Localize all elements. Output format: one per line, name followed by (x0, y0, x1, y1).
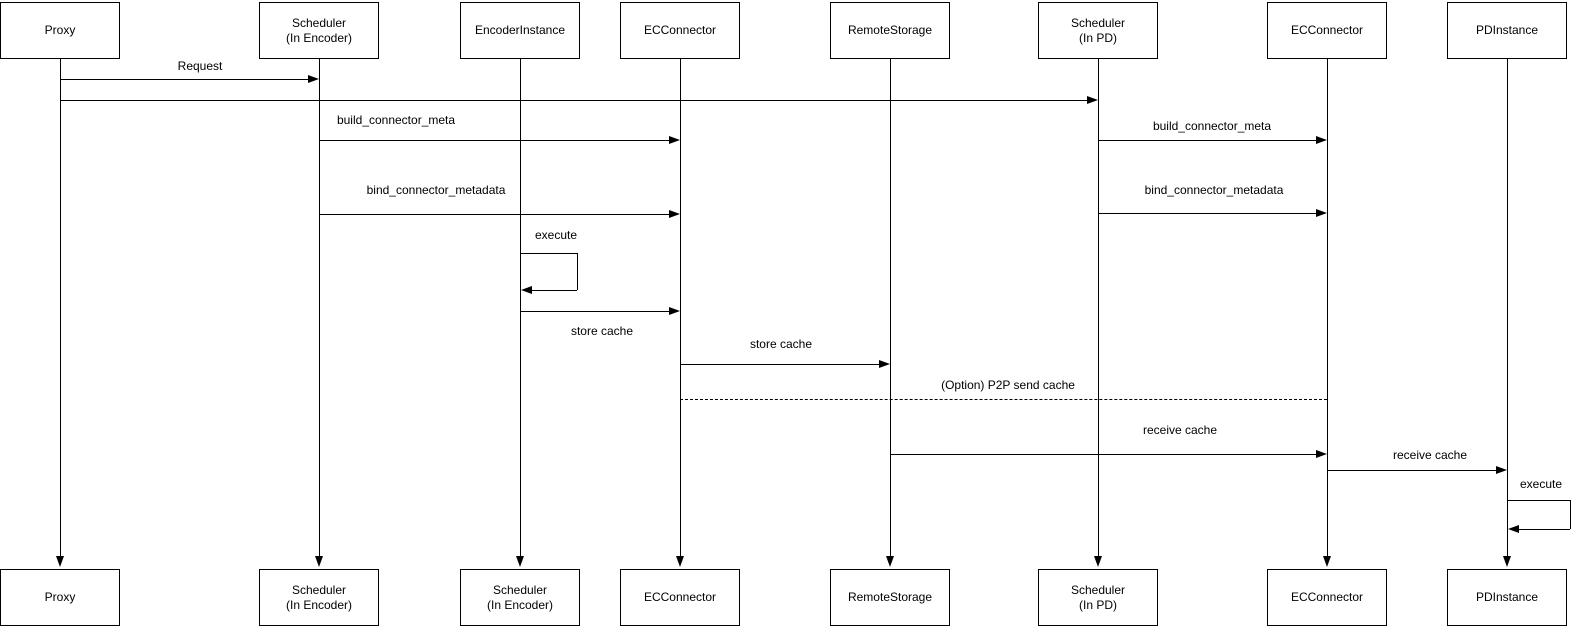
down-arrowhead-icon-proxy (56, 556, 64, 567)
message-label-build-meta-pd: build_connector_meta (1152, 119, 1272, 133)
message-label-execute-encoder: execute (534, 228, 578, 242)
left-arrowhead-icon-execute-encoder (521, 286, 532, 294)
message-label-bind-metadata-pd: bind_connector_metadata (1144, 183, 1284, 197)
right-arrowhead-icon-receive-cache-pd (1496, 466, 1507, 474)
lifeline-remote_storage (890, 59, 891, 557)
right-arrowhead-icon-build-meta-encoder (669, 136, 680, 144)
right-arrowhead-icon-store-cache-encoder (669, 307, 680, 315)
left-arrowhead-icon-execute-pd (1508, 525, 1519, 533)
actor-top-box-pd_instance: PDInstance (1447, 2, 1567, 59)
actor-bottom-box-remote_storage: RemoteStorage (830, 569, 950, 626)
self-loop-right-execute-pd (1570, 500, 1571, 529)
message-line-build-meta-encoder (319, 140, 670, 141)
actor-top-box-ecconnector_encoder: ECConnector (620, 2, 740, 59)
message-label-receive-cache-remote: receive cache (1142, 423, 1218, 437)
actor-top-box-remote_storage: RemoteStorage (830, 2, 950, 59)
actor-bottom-box-encoder_instance: Scheduler (In Encoder) (460, 569, 580, 626)
lifeline-scheduler_encoder (319, 59, 320, 557)
message-line-receive-cache-remote (890, 454, 1317, 455)
lifeline-ecconnector_encoder (680, 59, 681, 557)
self-loop-top-execute-encoder (520, 253, 577, 254)
message-label-bind-metadata-encoder: bind_connector_metadata (366, 183, 506, 197)
right-arrowhead-icon-store-cache-remote (879, 360, 890, 368)
self-loop-bottom-execute-encoder (531, 290, 577, 291)
lifeline-encoder_instance (520, 59, 521, 557)
down-arrowhead-icon-pd_instance (1503, 556, 1511, 567)
message-label-build-meta-encoder: build_connector_meta (336, 113, 456, 127)
lifeline-ecconnector_pd (1327, 59, 1328, 557)
lifeline-scheduler_pd (1098, 59, 1099, 557)
right-arrowhead-icon-build-meta-pd (1316, 136, 1327, 144)
message-line-proxy-to-pd (60, 100, 1088, 101)
right-arrowhead-icon-receive-cache-remote (1316, 450, 1327, 458)
lifeline-pd_instance (1507, 59, 1508, 557)
message-line-build-meta-pd (1098, 140, 1317, 141)
message-line-store-cache-remote (680, 364, 880, 365)
actor-top-box-ecconnector_pd: ECConnector (1267, 2, 1387, 59)
actor-bottom-box-proxy: Proxy (0, 569, 120, 626)
right-arrowhead-icon-bind-metadata-encoder (669, 210, 680, 218)
down-arrowhead-icon-remote_storage (886, 556, 894, 567)
actor-top-box-encoder_instance: EncoderInstance (460, 2, 580, 59)
right-arrowhead-icon-proxy-to-pd (1087, 96, 1098, 104)
down-arrowhead-icon-scheduler_encoder (315, 556, 323, 567)
down-arrowhead-icon-encoder_instance (516, 556, 524, 567)
actor-bottom-box-scheduler_pd: Scheduler (In PD) (1038, 569, 1158, 626)
right-arrowhead-icon-bind-metadata-pd (1316, 209, 1327, 217)
message-label-store-cache-encoder: store cache (570, 324, 634, 338)
actor-bottom-box-ecconnector_pd: ECConnector (1267, 569, 1387, 626)
message-line-receive-cache-pd (1327, 470, 1497, 471)
right-arrowhead-icon-request (308, 75, 319, 83)
message-label-execute-pd: execute (1519, 477, 1563, 491)
lifeline-proxy (60, 59, 61, 557)
self-loop-right-execute-encoder (577, 253, 578, 290)
self-loop-top-execute-pd (1507, 500, 1570, 501)
actor-top-box-scheduler_encoder: Scheduler (In Encoder) (259, 2, 379, 59)
down-arrowhead-icon-scheduler_pd (1094, 556, 1102, 567)
down-arrowhead-icon-ecconnector_pd (1323, 556, 1331, 567)
message-label-receive-cache-pd: receive cache (1392, 448, 1468, 462)
actor-bottom-box-ecconnector_encoder: ECConnector (620, 569, 740, 626)
message-label-store-cache-remote: store cache (749, 337, 813, 351)
message-label-p2p-send-cache: (Option) P2P send cache (941, 378, 1075, 392)
actor-bottom-box-pd_instance: PDInstance (1447, 569, 1567, 626)
message-line-p2p-send-cache (680, 399, 1327, 400)
message-line-bind-metadata-pd (1098, 213, 1317, 214)
message-label-request: Request (177, 59, 223, 73)
message-line-request (60, 79, 309, 80)
actor-bottom-box-scheduler_encoder: Scheduler (In Encoder) (259, 569, 379, 626)
down-arrowhead-icon-ecconnector_encoder (676, 556, 684, 567)
message-line-store-cache-encoder (520, 311, 670, 312)
message-line-bind-metadata-encoder (319, 214, 670, 215)
self-loop-bottom-execute-pd (1518, 529, 1570, 530)
actor-top-box-scheduler_pd: Scheduler (In PD) (1038, 2, 1158, 59)
actor-top-box-proxy: Proxy (0, 2, 120, 59)
